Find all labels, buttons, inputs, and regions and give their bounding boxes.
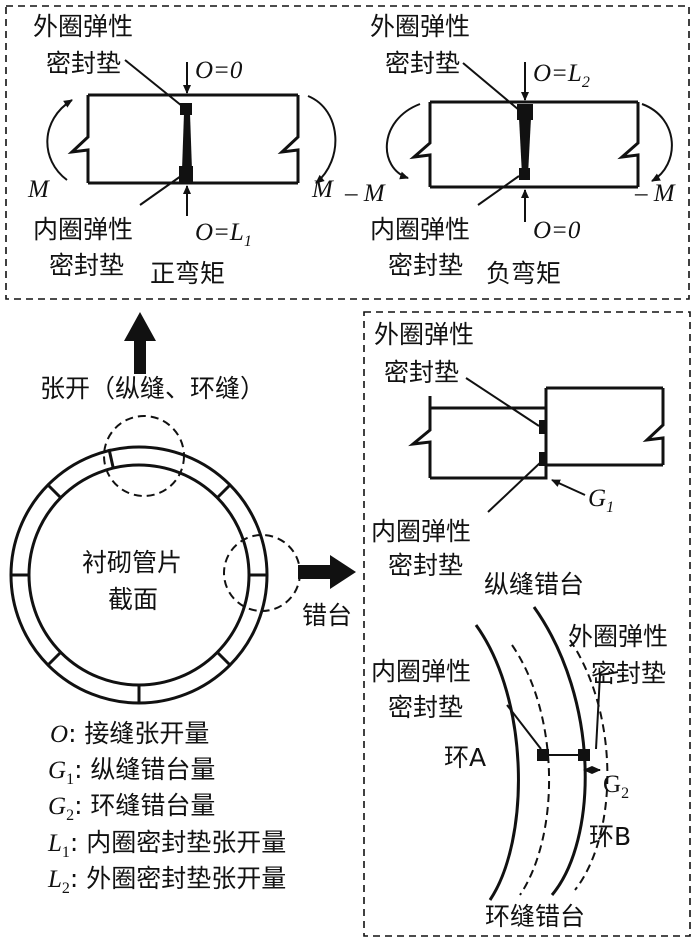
inner-seal-pad (179, 166, 193, 183)
g1-label: G1 (588, 485, 614, 516)
right-moment-arrow (641, 103, 673, 182)
positive-moment-panel: 外圈弹性 密封垫 O=0 M M 内圈弹性 密封垫 O=L1 正弯矩 (5, 5, 690, 300)
offset-detail-circle (223, 534, 301, 612)
g2-label: G2 (603, 771, 629, 802)
circumferential-offset-panel: 外圈弹性 密封垫 内圈弹性 密封垫 环A 环B G2 环缝错台 (371, 606, 668, 931)
right-moment-label: – M (634, 180, 676, 207)
outer-seal-label-1: 外圈弹性 (568, 622, 668, 651)
top-opening-label: O=0 (195, 57, 243, 84)
bottom-opening-label: O=L1 (195, 219, 252, 250)
left-break-line (409, 102, 432, 187)
inner-seal-leader (506, 704, 542, 750)
outer-seal-label-2: 密封垫 (591, 659, 666, 688)
legend-item-G2: G2: 环缝错台量 (48, 791, 215, 824)
inner-seal-label-2: 密封垫 (388, 551, 463, 580)
positive-moment-frame (5, 5, 690, 300)
left-break-line (67, 95, 90, 183)
circumferential-offset-caption: 环缝错台 (485, 902, 585, 931)
outer-seal-label-1: 外圈弹性 (370, 12, 470, 41)
left-moment-label: M (27, 176, 50, 203)
outer-seal-leader (124, 59, 183, 107)
outer-seal-label-2: 密封垫 (385, 49, 460, 78)
ring-a-edge (474, 624, 520, 901)
outer-seal-leader (595, 671, 619, 750)
negative-moment-panel: 外圈弹性 密封垫 O=L2 – M – M 内圈弹性 密封垫 O=0 负弯矩 (344, 12, 676, 288)
ring-a-inner-edge (511, 644, 551, 896)
right-moment-label: M (311, 176, 334, 203)
inner-seal-pad (519, 168, 530, 180)
inner-seal-label-1: 内圈弹性 (371, 517, 471, 546)
legend-item-G1: G1: 纵缝错台量 (48, 755, 215, 788)
opening-detail-circle (103, 415, 185, 497)
outer-seal-label-1: 外圈弹性 (374, 320, 474, 349)
inner-seal-label-1: 内圈弹性 (33, 215, 133, 244)
outer-seal-pad (578, 749, 590, 761)
offset-label: 错台 (302, 601, 352, 630)
g1-arrow (551, 479, 586, 496)
outer-seal-pad (539, 420, 547, 434)
ring-label-2: 截面 (108, 585, 158, 614)
outer-seal-label-2: 密封垫 (46, 49, 121, 78)
offset-right-arrow (298, 555, 356, 589)
opening-up-arrow (124, 312, 156, 374)
outer-seal-pad (180, 103, 192, 115)
positive-moment-caption: 正弯矩 (150, 259, 225, 288)
right-segment (544, 386, 663, 467)
bottom-opening-label: O=0 (533, 217, 581, 244)
symbol-legend: O: 接缝张开量 G1: 纵缝错台量 G2: 环缝错台量 L1: 内圈密封垫张开… (47, 719, 286, 897)
legend-item-O: O: 接缝张开量 (50, 719, 209, 748)
inner-seal-pad (539, 452, 547, 466)
left-moment-arrow (385, 103, 421, 180)
outer-seal-label-2: 密封垫 (384, 358, 459, 387)
ring-b-label: 环B (589, 822, 631, 851)
top-opening-label: O=L2 (533, 60, 590, 91)
outer-seal-leader (465, 377, 540, 427)
longitudinal-offset-caption: 纵缝错台 (484, 570, 584, 599)
inner-seal-pad (537, 749, 549, 761)
segment-joints (11, 448, 267, 703)
ring-a-label: 环A (444, 743, 486, 772)
legend-item-L2: L2: 外圈密封垫张开量 (47, 864, 286, 897)
inner-seal-label-2: 密封垫 (388, 693, 463, 722)
ring-b-edge (532, 606, 587, 896)
opening-label: 张开（纵缝、环缝） (40, 374, 265, 403)
longitudinal-offset-panel: 外圈弹性 密封垫 内圈弹性 密封垫 G1 纵缝错台 (371, 320, 665, 599)
inner-seal-leader (487, 461, 542, 513)
inner-seal-leader (477, 175, 520, 206)
joint-gap (519, 118, 531, 175)
right-break-line (617, 102, 640, 187)
offset-detail-frame (363, 311, 691, 937)
negative-moment-caption: 负弯矩 (486, 259, 561, 288)
inner-seal-label-1: 内圈弹性 (370, 215, 470, 244)
lining-ring: 衬砌管片 截面 (9, 415, 301, 705)
outer-seal-leader (462, 62, 520, 111)
right-break-line (642, 388, 665, 465)
segment-edges (430, 100, 638, 189)
right-break-line (277, 95, 300, 183)
left-moment-label: – M (344, 180, 386, 207)
joint-gap (182, 113, 192, 170)
ring-label-1: 衬砌管片 (82, 548, 182, 577)
inner-seal-label-1: 内圈弹性 (371, 657, 471, 686)
left-moment-arrow (46, 99, 73, 181)
inner-seal-leader (139, 175, 182, 206)
legend-item-L1: L1: 内圈密封垫张开量 (47, 828, 286, 861)
right-moment-arrow (307, 95, 337, 184)
outer-seal-pad (517, 104, 533, 120)
inner-seal-label-2: 密封垫 (388, 251, 463, 280)
ring-b-inner-edge (569, 639, 609, 891)
inner-seal-label-2: 密封垫 (49, 251, 124, 280)
left-break-line (408, 396, 432, 478)
outer-seal-label-1: 外圈弹性 (33, 12, 133, 41)
